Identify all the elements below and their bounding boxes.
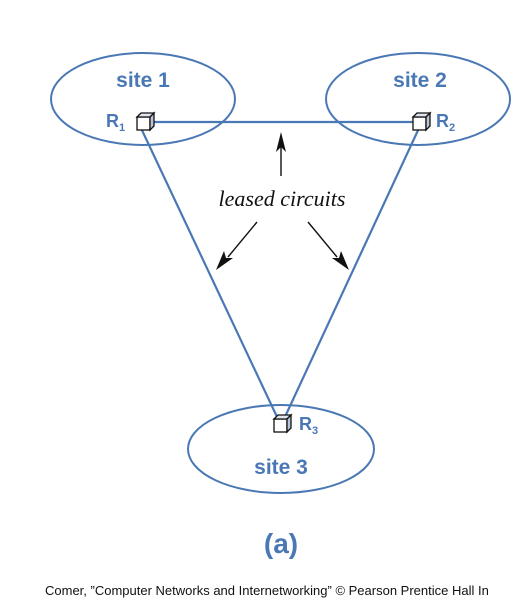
site-1-ellipse: [50, 52, 236, 146]
site-1-label: site 1: [116, 69, 170, 92]
arrow-up-icon: [276, 132, 286, 176]
copyright-footer: Comer, ”Computer Networks and Internetwo…: [45, 583, 489, 598]
arrow-down-right-icon: [307, 221, 349, 270]
router-r2-label: R2: [436, 111, 455, 134]
router-r1-icon: [135, 111, 156, 132]
router-r3-icon: [272, 413, 293, 434]
site-3-ellipse: [187, 404, 375, 494]
site-2-label: site 2: [393, 69, 447, 92]
network-diagram: site 1 site 2 site 3 R1 R2 R3 leased cir…: [50, 52, 511, 559]
router-r1-label: R1: [106, 111, 125, 134]
circuit-r1-r3: [139, 125, 279, 420]
leased-circuits-label: leased circuits: [219, 186, 346, 211]
site-2-ellipse: [325, 52, 511, 146]
arrow-down-left-icon: [216, 221, 258, 270]
site-3-label: site 3: [254, 456, 308, 479]
router-r2-icon: [411, 111, 432, 132]
circuit-r2-r3: [283, 125, 421, 420]
figure-caption: (a): [264, 528, 298, 559]
router-r3-label: R3: [299, 414, 318, 437]
